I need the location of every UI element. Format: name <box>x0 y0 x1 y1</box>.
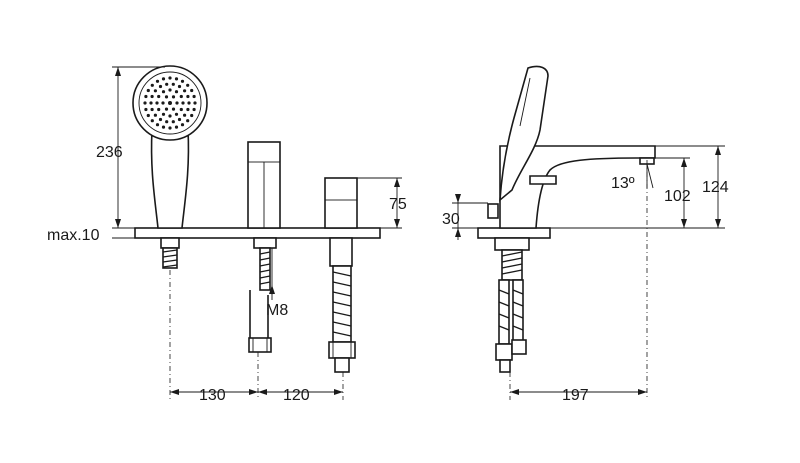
spray-hole <box>144 107 148 112</box>
front-view: 236 max.10 75 M8 130 120 <box>47 65 407 404</box>
spray-hole <box>177 117 182 122</box>
spray-hole <box>177 84 182 89</box>
spray-hole <box>164 95 169 99</box>
spray-hole <box>150 94 154 99</box>
spray-hole <box>187 101 191 105</box>
spray-hole <box>181 101 185 105</box>
spray-hole <box>155 123 160 127</box>
spray-hole <box>174 90 179 94</box>
dim-thread-size: M8 <box>266 302 288 319</box>
spray-hole <box>180 79 185 83</box>
spray-hole <box>183 89 187 93</box>
spray-hole <box>168 76 172 80</box>
dim-deck-thickness: max.10 <box>47 227 100 244</box>
dim-spout-reach: 197 <box>562 387 589 404</box>
spray-hole <box>157 94 161 99</box>
spray-hole <box>171 95 176 99</box>
spray-hole <box>171 107 176 111</box>
spray-hole <box>155 79 160 83</box>
spray-hole <box>192 94 196 99</box>
spray-hole <box>174 125 179 129</box>
spray-hole <box>186 94 190 99</box>
spray-hole <box>179 94 183 99</box>
deck-plate <box>134 227 381 239</box>
spray-hole <box>168 126 172 130</box>
spray-hole <box>146 88 150 93</box>
spray-hole <box>144 94 148 99</box>
dim-lever-height: 30 <box>442 211 460 228</box>
spray-hole <box>150 83 154 87</box>
dim-spout-outlet-height: 102 <box>664 188 691 205</box>
spray-holes <box>168 101 172 105</box>
spray-hole <box>175 101 179 105</box>
spray-hole <box>146 113 150 118</box>
spray-hole <box>190 113 194 118</box>
spray-hole <box>150 107 154 112</box>
spray-hole <box>174 112 179 116</box>
spray-hole <box>179 107 183 112</box>
spray-hole <box>157 107 161 112</box>
dim-valve-height: 75 <box>389 196 407 213</box>
spray-hole <box>192 107 196 112</box>
spray-hole <box>165 82 169 86</box>
spray-hole <box>161 90 166 94</box>
spray-hole <box>150 119 154 123</box>
spray-hole <box>186 107 190 112</box>
side-view: 13º 30 102 124 197 <box>442 65 729 404</box>
spray-hole <box>186 119 190 123</box>
spray-hole <box>161 101 165 105</box>
spray-hole <box>183 113 187 117</box>
spray-hole <box>168 114 172 118</box>
spray-hole <box>186 83 190 87</box>
spray-hole <box>164 107 169 111</box>
deck-plate-side <box>477 227 551 239</box>
spray-hole <box>161 112 166 116</box>
dim-spout-total-height: 124 <box>702 179 729 196</box>
spray-hole <box>180 123 185 127</box>
spray-hole <box>153 89 157 93</box>
spray-hole <box>149 101 153 105</box>
spray-hole <box>161 77 166 81</box>
spray-hole <box>165 120 169 124</box>
spray-hole <box>171 120 175 124</box>
spout-body-front <box>247 141 281 353</box>
dim-spacing-left: 130 <box>199 387 226 404</box>
spray-hole <box>190 88 194 93</box>
dim-handshower-height: 236 <box>96 144 123 161</box>
spray-hole <box>153 113 157 117</box>
spray-hole <box>155 101 159 105</box>
spray-hole <box>193 101 197 105</box>
spray-hole <box>158 84 163 89</box>
spray-hole <box>174 77 179 81</box>
dim-spray-angle: 13º <box>611 175 635 192</box>
spray-hole <box>143 101 147 105</box>
spray-hole <box>168 88 172 92</box>
dim-spacing-right: 120 <box>283 387 310 404</box>
hand-shower <box>132 65 208 269</box>
spray-hole <box>158 117 163 122</box>
spray-hole <box>171 82 175 86</box>
spray-hole <box>161 125 166 129</box>
diverter-valve-front <box>324 177 358 373</box>
